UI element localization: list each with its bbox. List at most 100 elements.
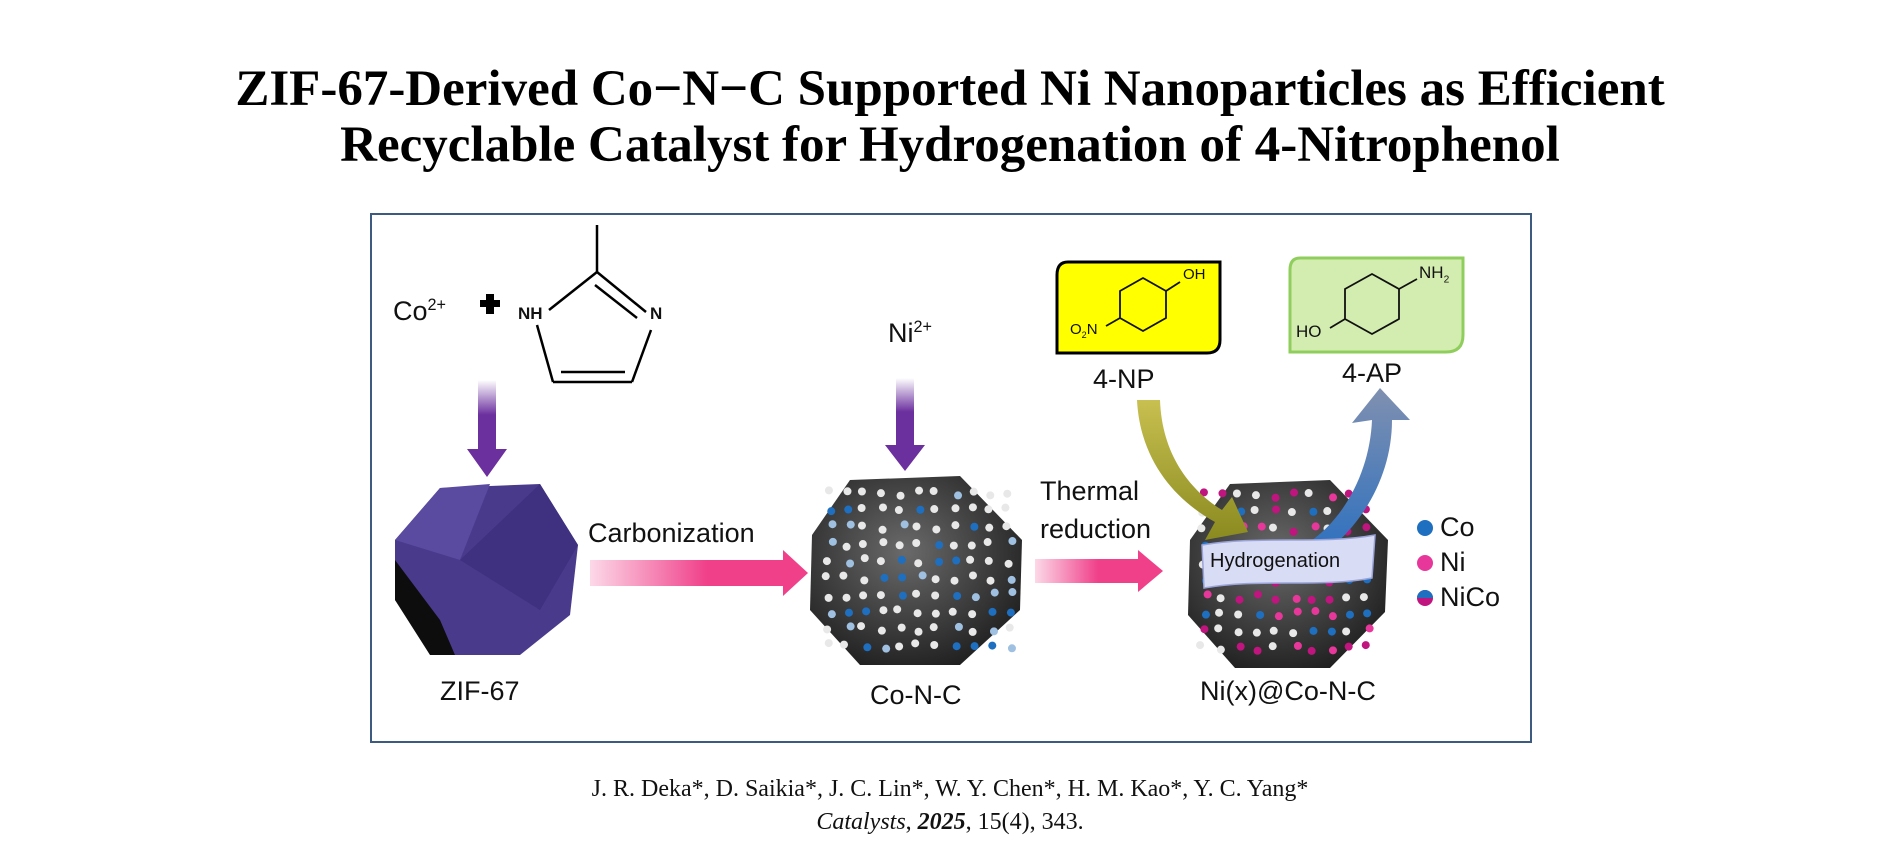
particle-dot xyxy=(876,489,885,498)
particle-dot xyxy=(898,591,907,600)
zif67-label: ZIF-67 xyxy=(440,676,520,706)
particle-dot xyxy=(1269,626,1278,635)
particle-dot xyxy=(988,641,997,650)
4ap-output-arrow-icon xyxy=(1305,388,1410,560)
particle-dot xyxy=(970,522,979,531)
4np-oh-label: OH xyxy=(1183,266,1206,283)
particle-dot xyxy=(1199,488,1208,497)
particle-dot xyxy=(1236,642,1245,651)
particle-dot xyxy=(966,555,975,564)
carbonization-label: Carbonization xyxy=(588,518,755,548)
particle-dot xyxy=(931,609,940,618)
particle-dot xyxy=(876,557,885,566)
particle-dot xyxy=(895,642,904,651)
particle-dot xyxy=(1200,625,1209,634)
particle-dot xyxy=(916,505,925,514)
particle-dot xyxy=(824,639,833,648)
particle-dot xyxy=(1323,507,1332,516)
particle-dot xyxy=(879,538,888,547)
particle-dot xyxy=(968,503,977,512)
particle-dot xyxy=(971,593,980,602)
particle-dot xyxy=(931,575,940,584)
particle-dot xyxy=(912,522,921,531)
particle-dot xyxy=(1342,593,1351,602)
co-n-c-label: Co-N-C xyxy=(870,680,962,710)
particle-dot xyxy=(1006,608,1015,617)
particle-dot xyxy=(1362,523,1371,532)
particle-dot xyxy=(843,487,852,496)
plus-icon xyxy=(480,294,500,314)
particle-dot xyxy=(1003,489,1012,498)
zif67-crystal xyxy=(395,484,578,655)
imidazole-nh-label: NH xyxy=(518,304,543,323)
particle-dot xyxy=(1257,522,1266,531)
particle-dot xyxy=(935,557,944,566)
particle-dot xyxy=(821,572,830,581)
particle-dot xyxy=(823,625,832,634)
particle-dot xyxy=(896,491,905,500)
particle-dot xyxy=(1253,590,1262,599)
particle-dot xyxy=(951,521,960,530)
particle-dot xyxy=(1311,522,1320,531)
particle-dot xyxy=(1234,628,1243,637)
particle-dot xyxy=(839,571,848,580)
particle-dot xyxy=(1215,608,1224,617)
legend-co-dot xyxy=(1417,520,1433,536)
legend-nico-dot xyxy=(1417,590,1433,606)
particle-dot xyxy=(1203,590,1212,599)
particle-dot xyxy=(1325,595,1334,604)
particle-dot xyxy=(857,622,866,631)
particle-dot xyxy=(840,640,849,649)
particle-dot xyxy=(1271,493,1280,502)
particle-dot xyxy=(1328,646,1337,655)
particle-dot xyxy=(882,644,891,653)
particle-dot xyxy=(1232,489,1241,498)
particle-dot xyxy=(1309,507,1318,516)
particle-dot xyxy=(1216,645,1225,654)
4np-input-arrow-icon xyxy=(1137,400,1248,540)
particle-dot xyxy=(954,491,963,500)
particle-dot xyxy=(827,610,836,619)
particle-dot xyxy=(1218,489,1227,498)
particle-dot xyxy=(951,504,960,513)
citation-authors: J. R. Deka*, D. Saikia*, J. C. Lin*, W. … xyxy=(591,776,1309,802)
particle-dot xyxy=(1345,610,1354,619)
particle-dot xyxy=(989,627,998,636)
hydrogenation-ribbon xyxy=(1201,534,1376,589)
particle-dot xyxy=(1001,503,1010,512)
4ap-ho-label: HO xyxy=(1296,322,1322,341)
particle-dot xyxy=(968,610,977,619)
particle-dot xyxy=(931,591,940,600)
particle-dot xyxy=(1365,624,1374,633)
legend-co-label: Co xyxy=(1440,512,1475,542)
particle-dot xyxy=(915,486,924,495)
particle-dot xyxy=(911,639,920,648)
co-n-c-crystal xyxy=(810,476,1022,665)
co-ion-label: Co2+ xyxy=(393,296,446,326)
hydrogenation-label: Hydrogenation xyxy=(1210,550,1341,572)
particle-dot xyxy=(969,487,978,496)
particle-dot xyxy=(1253,646,1262,655)
particle-dot xyxy=(846,559,855,568)
particle-dot xyxy=(949,541,958,550)
carbonization-arrow-icon xyxy=(590,550,808,596)
4np-structure-box xyxy=(1055,260,1222,355)
particle-dot xyxy=(918,571,927,580)
particle-dot xyxy=(1287,508,1296,517)
particle-dot xyxy=(1250,505,1259,514)
particle-dot xyxy=(968,571,977,580)
particle-dot xyxy=(983,538,992,547)
particle-dot xyxy=(895,541,904,550)
particle-dot xyxy=(844,505,853,514)
particle-dot xyxy=(1004,559,1013,568)
particle-dot xyxy=(912,589,921,598)
particle-dot xyxy=(1007,575,1016,584)
particle-dot xyxy=(1361,641,1370,650)
reduction-label: reduction xyxy=(1040,514,1152,544)
particle-dot xyxy=(878,525,887,534)
particle-dot xyxy=(1293,641,1302,650)
particle-dot xyxy=(863,643,872,652)
particle-dot xyxy=(990,588,999,597)
particle-dot xyxy=(935,541,944,550)
particle-dot xyxy=(954,622,963,631)
